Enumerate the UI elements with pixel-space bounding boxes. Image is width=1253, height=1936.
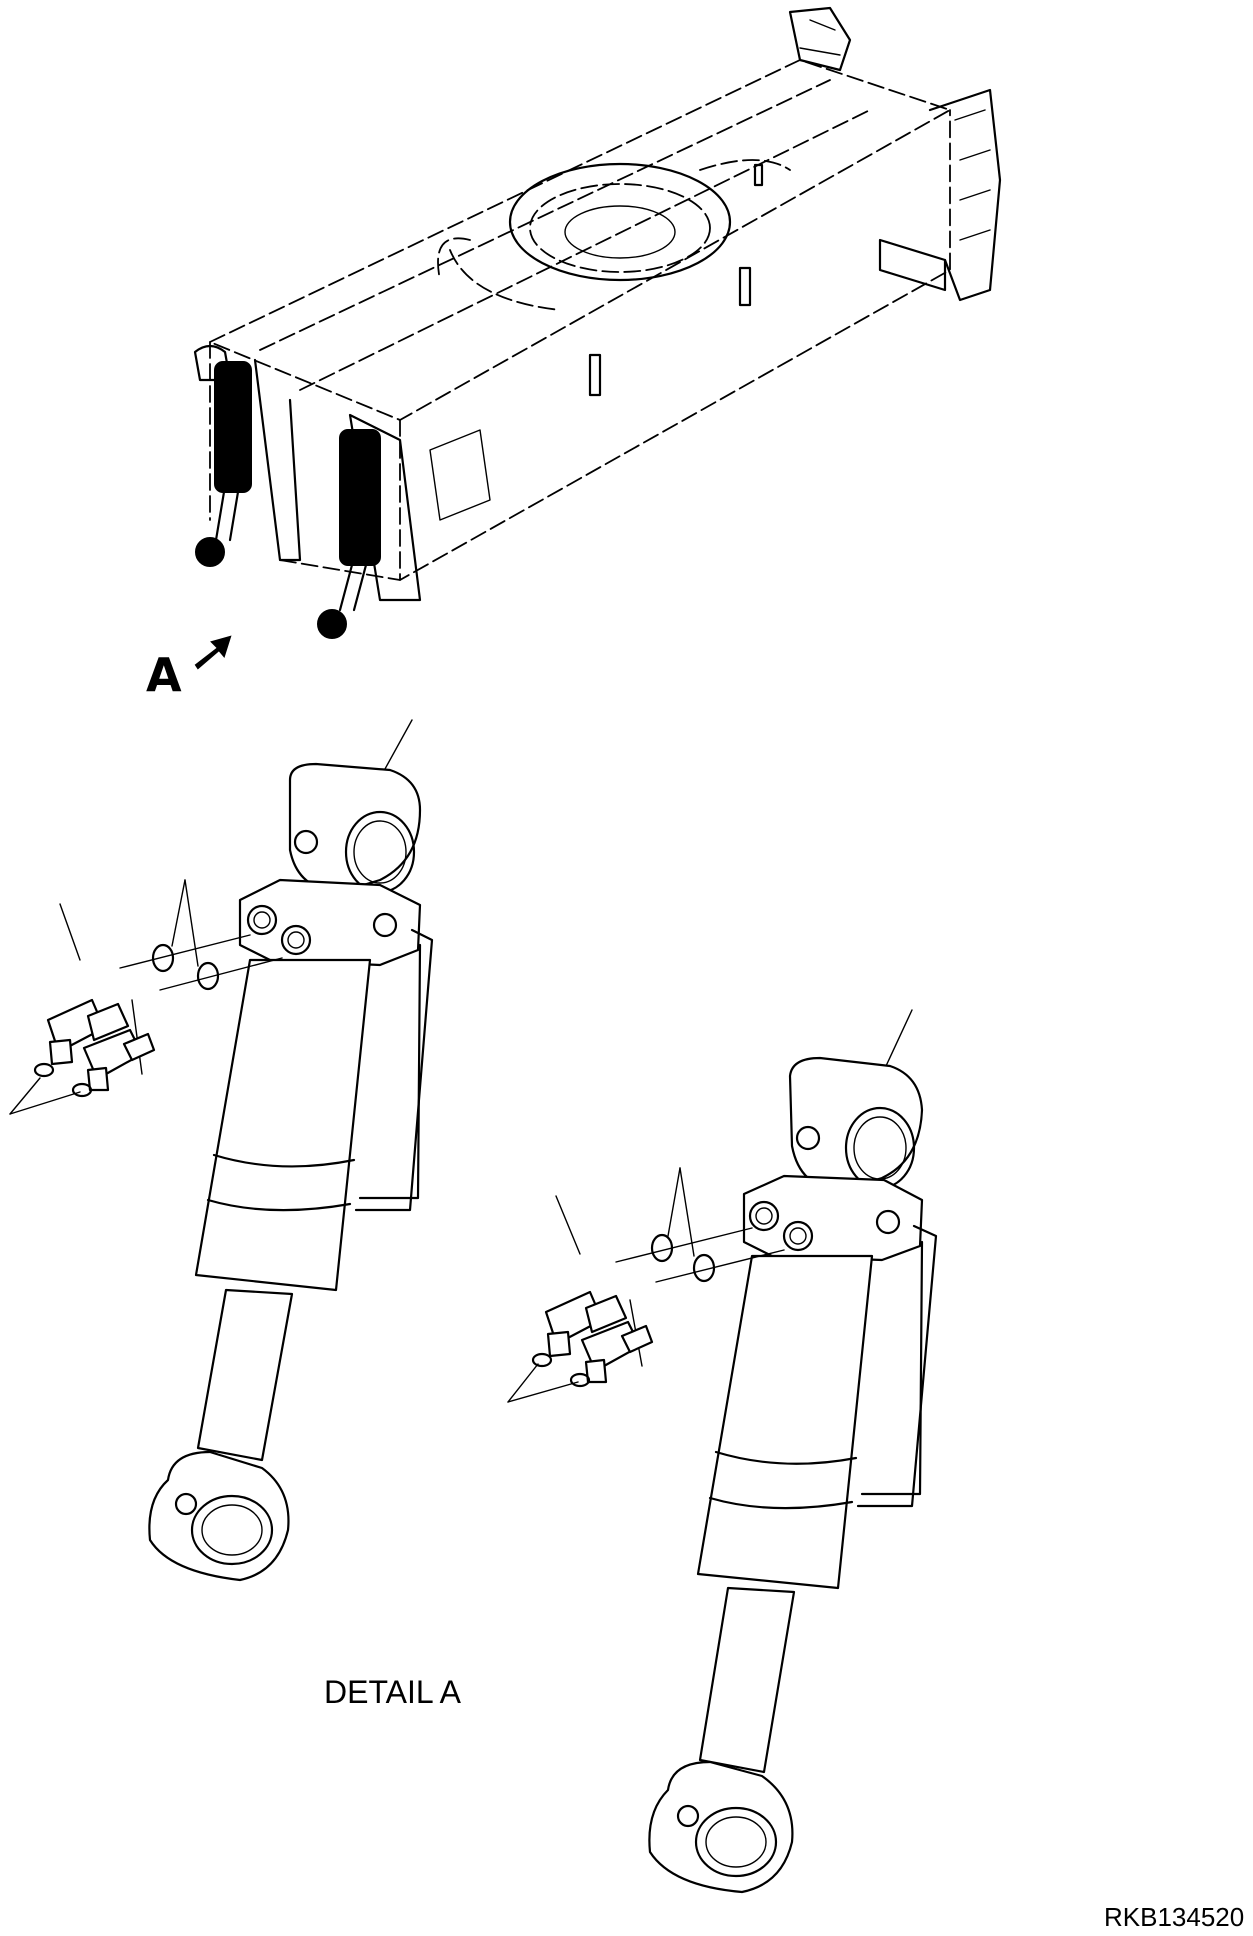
fittings-group-2 [507,1167,785,1403]
hydraulic-cylinder-1 [148,719,434,1582]
hydraulic-cylinder-2 [648,1009,938,1894]
drawing-code: RKB134520 [1104,1902,1245,1932]
frame-cylinder-left [195,361,252,567]
view-a-label: A [146,648,182,702]
fittings-group-1 [9,879,283,1115]
frame-cylinder-right [317,429,381,639]
view-a-arrow [194,635,232,670]
machine-frame [193,6,1002,602]
detail-a-label: DETAIL A [324,1674,461,1710]
